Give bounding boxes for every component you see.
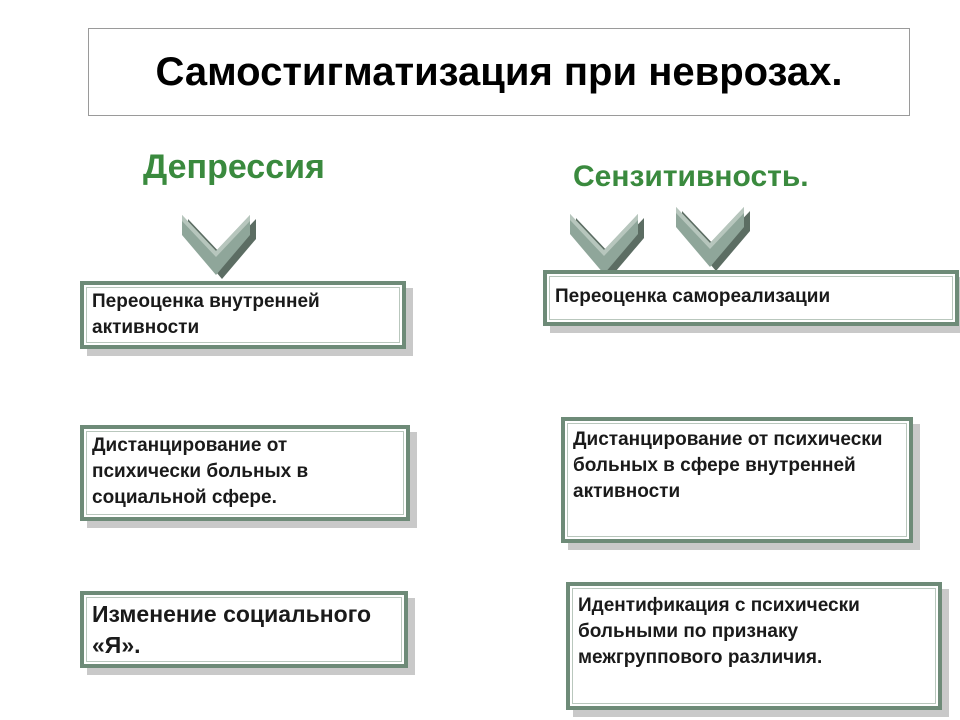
box-right-3-text: Идентификация с психически больными по п… bbox=[578, 595, 860, 668]
box-left-3-text: Изменение социального «Я». bbox=[92, 601, 372, 658]
box-right-2: Дистанцирование от психически больных в … bbox=[561, 417, 913, 543]
box-left-2-text: Дистанцирование от психически больных в … bbox=[92, 435, 309, 508]
box-left-3: Изменение социального «Я». bbox=[80, 591, 408, 668]
box-left-1: Переоценка внутренней активности bbox=[80, 281, 406, 349]
box-right-2-text: Дистанцирование от психически больных в … bbox=[573, 429, 883, 502]
chevron-down-icon bbox=[676, 207, 750, 271]
page-title: Самостигматизация при неврозах. bbox=[155, 49, 843, 94]
title-box: Самостигматизация при неврозах. bbox=[88, 28, 910, 116]
box-left-1-text: Переоценка внутренней активности bbox=[92, 291, 320, 338]
box-left-2: Дистанцирование от психически больных в … bbox=[80, 425, 410, 521]
heading-sensitivity: Сензитивность. bbox=[573, 160, 809, 193]
heading-depression: Депрессия bbox=[143, 148, 325, 186]
box-right-3: Идентификация с психически больными по п… bbox=[566, 582, 942, 710]
box-right-1-text: Переоценка самореализации bbox=[555, 286, 831, 307]
chevron-down-icon bbox=[182, 215, 256, 279]
chevron-down-icon bbox=[570, 214, 644, 278]
box-right-1: Переоценка самореализации bbox=[543, 270, 959, 326]
